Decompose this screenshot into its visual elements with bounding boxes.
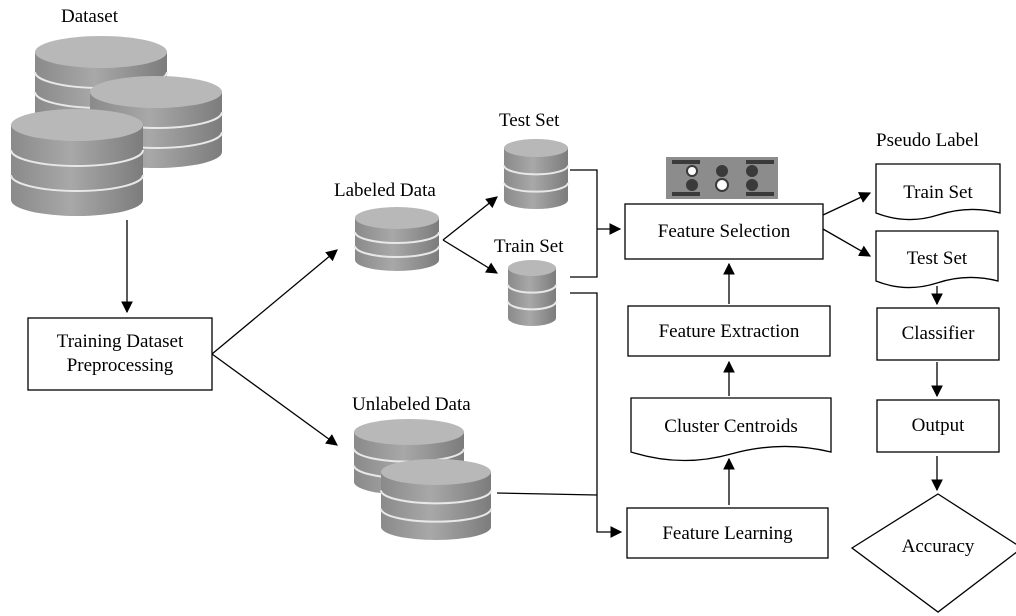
accuracy-label: Accuracy bbox=[901, 536, 975, 557]
cylinder-shape bbox=[380, 459, 492, 540]
training-preprocessing-box bbox=[27, 317, 213, 391]
feature-learning-box bbox=[626, 507, 829, 559]
test-set-cylinder bbox=[503, 139, 569, 209]
feature-map-icon bbox=[666, 157, 778, 199]
unlabeled-data-cylinders bbox=[353, 419, 492, 540]
feature-learning-label: Feature Learning bbox=[662, 523, 793, 544]
pseudo-train-set-doc bbox=[875, 163, 1001, 221]
cylinder-shape bbox=[507, 260, 557, 326]
output-label: Output bbox=[911, 415, 965, 436]
labeled-to-trainset-arrow bbox=[442, 239, 498, 274]
cluster-centroids-label: Cluster Centroids bbox=[664, 416, 798, 437]
feature-extraction-box bbox=[627, 305, 831, 357]
unlabeled-data-label: Unlabeled Data bbox=[352, 394, 471, 415]
output-box bbox=[876, 399, 1000, 453]
test-set-label: Test Set bbox=[499, 110, 560, 131]
labeled-to-testset-arrow bbox=[442, 196, 498, 241]
trainset-to-feature-learning-line bbox=[570, 292, 623, 538]
train-set-cylinder bbox=[507, 260, 557, 326]
labeled-data-cylinder bbox=[354, 207, 440, 271]
testset-bracket bbox=[570, 169, 598, 278]
selection-to-testset-arrow bbox=[822, 228, 872, 257]
labeled-data-label: Labeled Data bbox=[334, 180, 436, 201]
feature-selection-box bbox=[624, 203, 824, 260]
cluster-centroids-doc bbox=[630, 397, 832, 462]
training-preprocessing-line1: Training Dataset bbox=[56, 331, 184, 352]
pseudo-test-set-label: Test Set bbox=[906, 248, 968, 269]
pseudo-label-label: Pseudo Label bbox=[876, 130, 979, 151]
accuracy-diamond bbox=[850, 493, 1016, 613]
unlabeled-to-learning-line bbox=[496, 492, 598, 496]
dataset-cylinders bbox=[10, 36, 223, 216]
training-preprocessing-label: Training Dataset Preprocessing bbox=[28, 330, 212, 378]
pseudo-train-set-label: Train Set bbox=[903, 182, 973, 203]
train-set-label: Train Set bbox=[494, 236, 564, 257]
classifier-box bbox=[876, 307, 1000, 361]
training-preprocessing-line2: Preprocessing bbox=[66, 355, 174, 376]
cylinder-shape bbox=[354, 207, 440, 271]
feature-extraction-label: Feature Extraction bbox=[658, 321, 800, 342]
dataset-label: Dataset bbox=[61, 6, 118, 27]
cylinder-shape bbox=[10, 109, 144, 216]
preprocessing-to-labeled-arrow bbox=[211, 249, 338, 355]
classifier-label: Classifier bbox=[901, 323, 975, 344]
feature-selection-label: Feature Selection bbox=[657, 221, 791, 242]
pseudo-test-set-doc bbox=[875, 230, 999, 289]
selection-to-trainset-arrow bbox=[822, 192, 872, 216]
preprocessing-to-unlabeled-arrow bbox=[211, 353, 338, 446]
cylinder-shape bbox=[503, 139, 569, 209]
